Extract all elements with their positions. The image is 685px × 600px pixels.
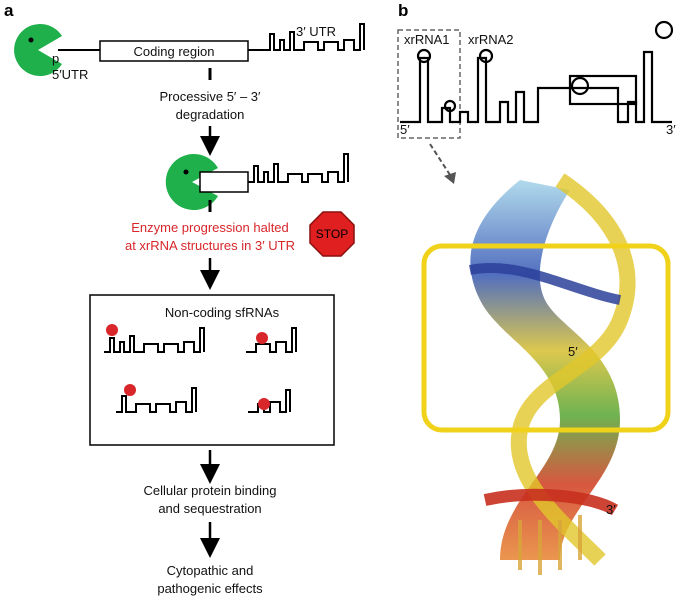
halt-text-line2: at xrRNA structures in 3′ UTR — [125, 238, 295, 253]
zoom-dashed-arrow — [429, 143, 453, 179]
remaining-rna-box — [199, 171, 249, 193]
step3-text-line2: and sequestration — [158, 501, 261, 516]
panel-b-label: b — [398, 1, 408, 20]
halted-utr-structure-icon — [248, 153, 349, 183]
stop-sign-label: STOP — [316, 227, 348, 241]
sfrna-dot-4 — [258, 398, 270, 410]
xrrna1-dashed-box — [397, 29, 461, 139]
xrrna-3d-model-icon — [469, 173, 636, 575]
enzyme-eye-icon — [28, 37, 34, 43]
halt-text-line1: Enzyme progression halted — [131, 220, 289, 235]
structure-three-prime: 3′ — [666, 122, 676, 137]
model-three-prime: 3′ — [606, 502, 616, 517]
sfrna-dot-3 — [124, 384, 136, 396]
cap-label: p — [52, 51, 59, 66]
panel-a-label: a — [4, 1, 14, 20]
stop-sign-icon — [309, 211, 355, 257]
step3-text-line1: Cellular protein binding — [144, 483, 277, 498]
step4-text-line2: pathogenic effects — [157, 581, 263, 596]
sfrna-box — [89, 294, 335, 446]
exonuclease-enzyme-icon — [14, 24, 62, 77]
sfrna-box-title: Non-coding sfRNAs — [165, 305, 280, 320]
coding-region-label: Coding region — [134, 44, 215, 59]
three-utr-structure-icon — [262, 23, 365, 51]
xrrna1-label: xrRNA1 — [404, 32, 450, 47]
xrrna2-label: xrRNA2 — [468, 32, 514, 47]
step1-text-line1: Processive 5′ – 3′ — [160, 89, 262, 104]
five-utr-label: 5′UTR — [52, 67, 88, 82]
model-five-prime: 5′ — [568, 344, 578, 359]
halted-enzyme-icon — [165, 154, 218, 211]
utr-secondary-structure-icon — [400, 20, 674, 124]
step4-text-line1: Cytopathic and — [167, 563, 254, 578]
highlight-box — [421, 243, 671, 433]
halted-enzyme-eye-icon — [183, 169, 189, 175]
sfrna-dot-1 — [106, 324, 118, 336]
structure-five-prime: 5′ — [400, 122, 410, 137]
step1-text-line2: degradation — [176, 107, 245, 122]
zoom-arrow-head — [444, 172, 456, 184]
sfrna-dot-2 — [256, 332, 268, 344]
three-utr-label: 3′ UTR — [296, 24, 336, 39]
